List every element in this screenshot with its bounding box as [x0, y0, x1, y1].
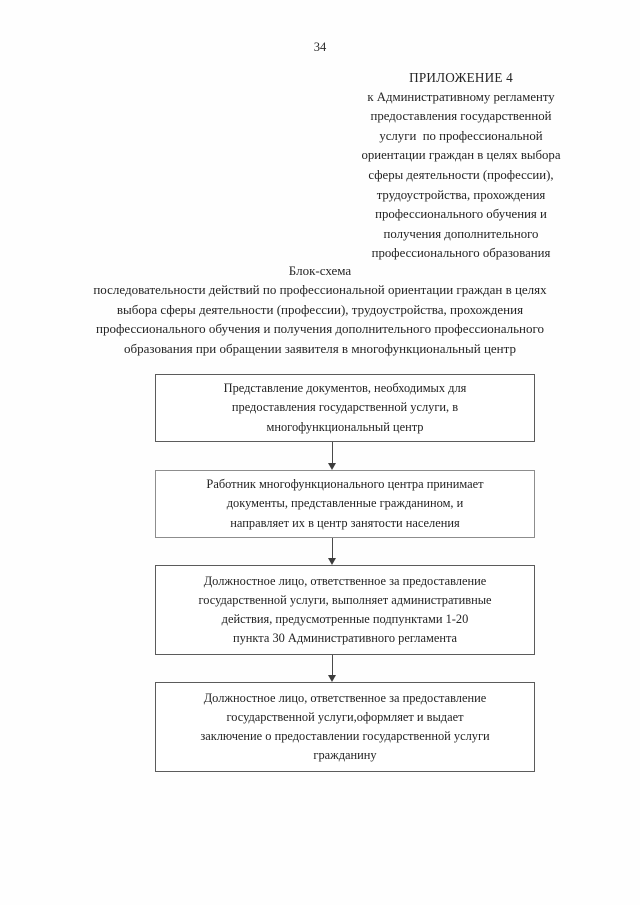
document-subtitle-line: образования при обращении заявителя в мн… [124, 340, 516, 356]
flowchart-box-line: гражданину [313, 748, 377, 763]
appendix-line: сферы деятельности (профессии), [368, 167, 554, 182]
appendix-title: ПРИЛОЖЕНИЕ 4 [409, 70, 513, 85]
flowchart-box-line: государственной услуги,оформляет и выдае… [226, 709, 464, 724]
document-subtitle-line: последовательности действий по профессио… [93, 282, 547, 298]
flowchart-arrow-1 [328, 442, 337, 470]
flowchart-arrow-3 [328, 655, 337, 682]
arrow-head-down-icon [328, 463, 336, 470]
flowchart-box-line: заключение о предоставлении государствен… [200, 729, 490, 743]
flowchart-box-3: Должностное лицо, ответственное за предо… [155, 565, 535, 655]
document-title: Блок-схема [288, 263, 352, 278]
page-number: 34 [313, 40, 327, 54]
appendix-line: трудоустройства, прохождения [376, 187, 546, 202]
flowchart-box-line: многофункциональный центр [266, 419, 424, 434]
flowchart-box-line: документы, представленные гражданином, и [226, 496, 464, 511]
flowchart-box-4: Должностное лицо, ответственное за предо… [155, 682, 535, 772]
arrow-head-down-icon [328, 558, 336, 565]
appendix-line: услуги по профессиональной [379, 128, 543, 143]
flowchart-box-line: действия, предусмотренные подпунктами 1-… [221, 612, 469, 626]
arrow-head-down-icon [328, 675, 336, 682]
appendix-line: профессионального обучения и [375, 207, 547, 222]
document-subtitle-line: выбора сферы деятельности (профессии), т… [116, 301, 524, 317]
appendix-line: получения дополнительного [383, 226, 539, 241]
flowchart-box-line: государственной услуги, выполняет админи… [198, 592, 492, 607]
flowchart-arrow-2 [328, 538, 337, 565]
flowchart-box-text: Должностное лицо, ответственное за предо… [156, 572, 534, 649]
flowchart-box-line: Должностное лицо, ответственное за предо… [203, 690, 487, 705]
appendix-line: к Административному регламенту [367, 89, 555, 104]
flowchart-box-2: Работник многофункционального центра при… [155, 470, 535, 538]
arrow-shaft [332, 655, 333, 676]
flowchart-box-line: пункта 30 Административного регламента [232, 631, 458, 646]
appendix-header-block: ПРИЛОЖЕНИЕ 4 к Административному регламе… [322, 68, 600, 264]
flowchart-box-text: Представление документов, необходимых дл… [156, 379, 534, 437]
appendix-line: профессионального образования [371, 246, 551, 261]
appendix-line: предоставления государственной [370, 109, 552, 124]
document-title-block: Блок-схема последовательности действий п… [40, 261, 600, 358]
flowchart-box-1: Представление документов, необходимых дл… [155, 374, 535, 442]
flowchart-box-line: Работник многофункционального центра при… [206, 477, 484, 492]
flowchart-box-line: предоставления государственной услуги, в [231, 400, 459, 415]
arrow-shaft [332, 538, 333, 559]
flowchart-box-line: Должностное лицо, ответственное за предо… [203, 573, 487, 588]
appendix-line: ориентации граждан в целях выбора [361, 148, 561, 163]
flowchart-box-line: направляет их в центр занятости населени… [230, 515, 460, 530]
flowchart-box-line: Представление документов, необходимых дл… [223, 381, 467, 396]
flowchart-box-text: Должностное лицо, ответственное за предо… [156, 689, 534, 766]
flowchart-box-text: Работник многофункционального центра при… [156, 475, 534, 533]
arrow-shaft [332, 442, 333, 464]
document-subtitle-line: профессионального обучения и получения д… [95, 321, 545, 337]
